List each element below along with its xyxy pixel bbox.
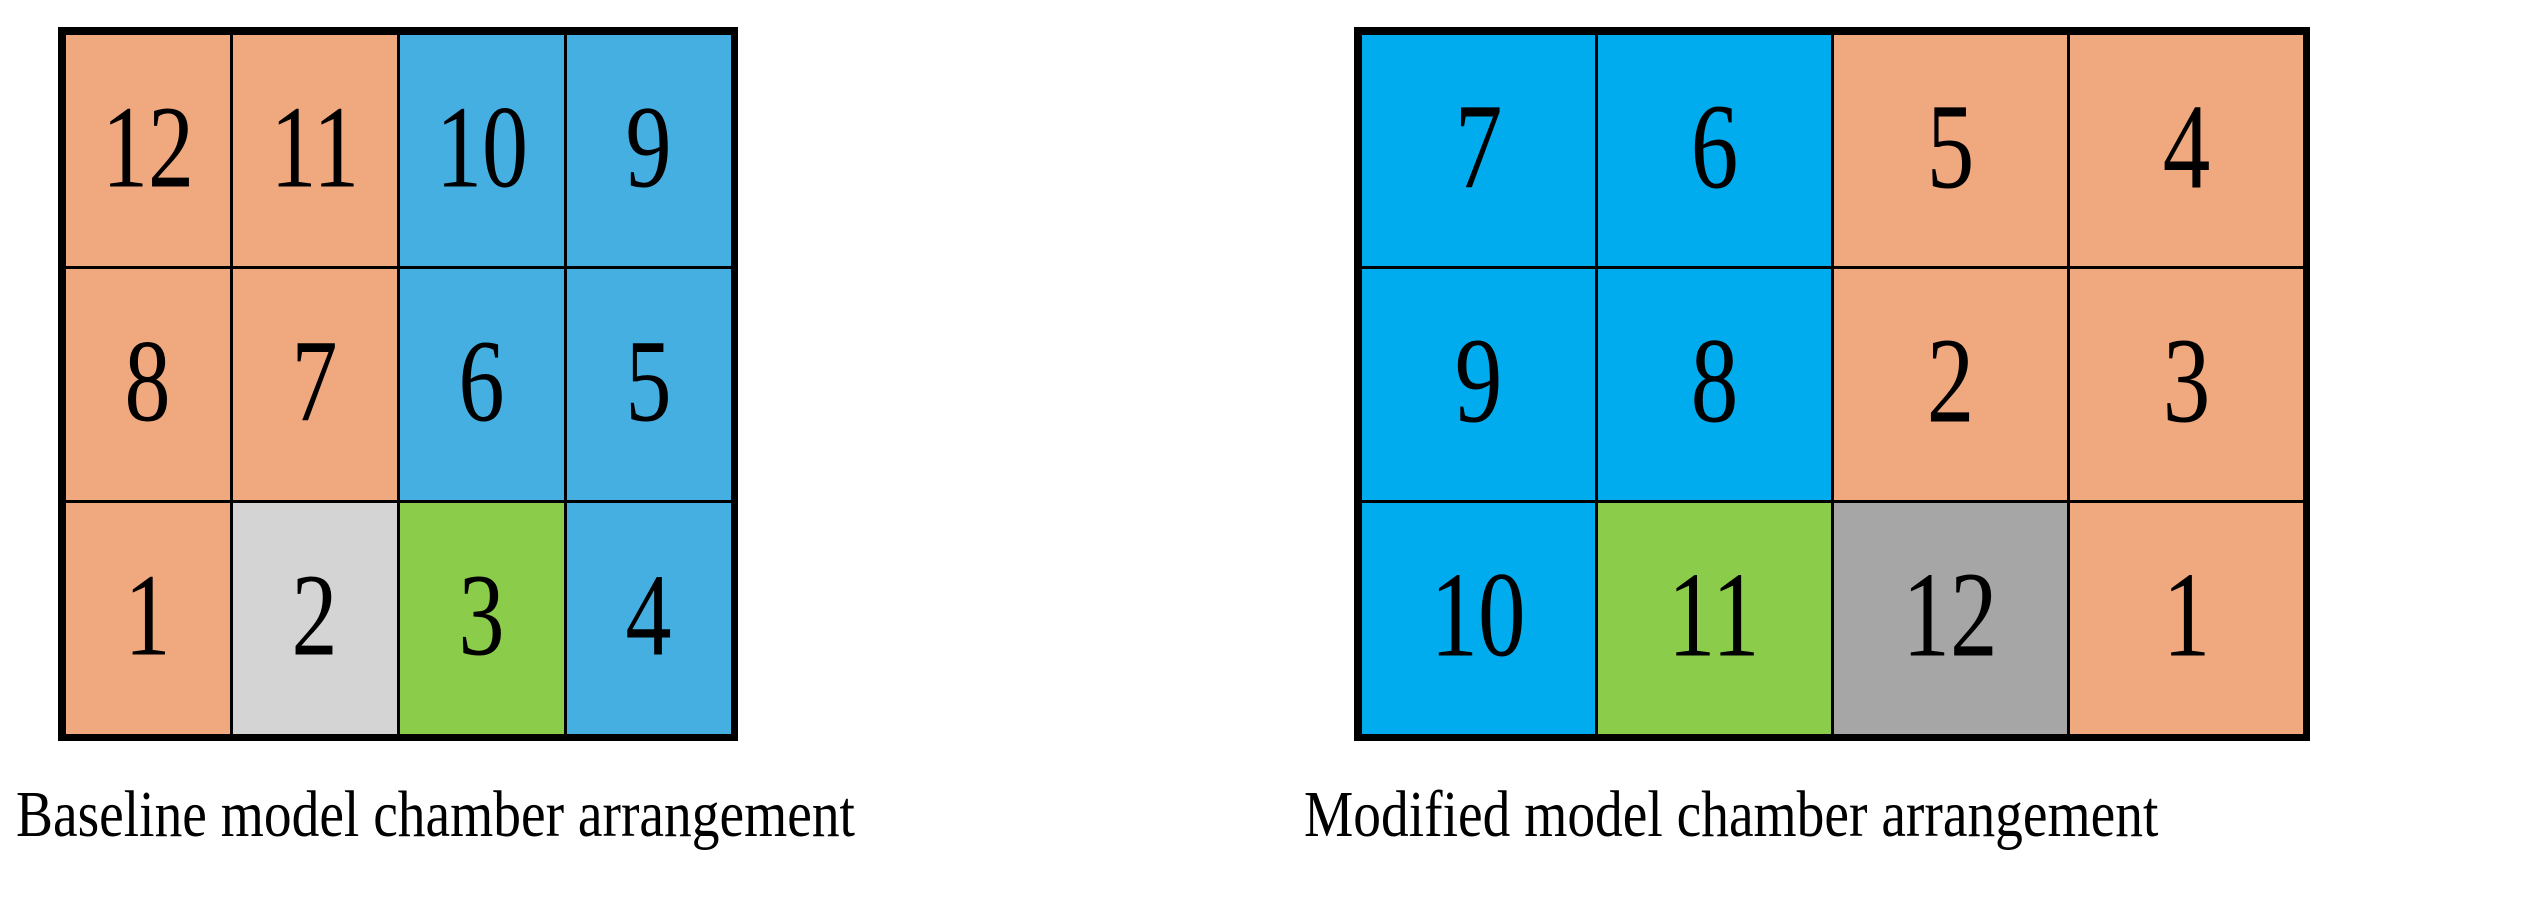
chamber-number: 8 xyxy=(1690,313,1738,449)
chamber-number: 11 xyxy=(270,81,359,213)
chamber-number: 8 xyxy=(124,315,171,447)
chamber-cell[interactable]: 11 xyxy=(229,31,400,269)
panel-modified: 7 6 5 4 9 8 2 xyxy=(1264,0,2528,900)
modified-chamber-grid: 7 6 5 4 9 8 2 xyxy=(1354,27,2310,741)
chamber-cell[interactable]: 9 xyxy=(563,31,734,269)
chamber-number: 10 xyxy=(435,81,528,213)
chamber-cell[interactable]: 1 xyxy=(62,499,233,737)
chamber-number: 10 xyxy=(1430,547,1526,683)
baseline-caption: Baseline model chamber arrangement xyxy=(16,782,1015,848)
chamber-cell[interactable]: 5 xyxy=(1830,31,2070,269)
chamber-number: 4 xyxy=(625,549,672,681)
chamber-number: 6 xyxy=(1690,79,1738,215)
modified-caption-text: Modified model chamber arrangement xyxy=(1304,778,2159,851)
chamber-cell[interactable]: 4 xyxy=(563,499,734,737)
chamber-cell[interactable]: 6 xyxy=(1594,31,1834,269)
chamber-number: 9 xyxy=(625,81,672,213)
chamber-number: 3 xyxy=(2162,313,2210,449)
panel-baseline: 12 11 10 9 8 7 6 xyxy=(16,27,1015,848)
chamber-cell[interactable]: 1 xyxy=(2066,499,2306,737)
chamber-cell[interactable]: 10 xyxy=(1358,499,1598,737)
chamber-cell[interactable]: 8 xyxy=(1594,265,1834,503)
chamber-number: 4 xyxy=(2162,79,2210,215)
chamber-number: 11 xyxy=(1668,547,1760,683)
chamber-number: 5 xyxy=(1926,79,1974,215)
chamber-number: 3 xyxy=(458,549,505,681)
baseline-chamber-grid: 12 11 10 9 8 7 6 xyxy=(58,27,738,741)
chamber-number: 1 xyxy=(2162,547,2210,683)
chamber-number: 6 xyxy=(458,315,505,447)
chamber-cell[interactable]: 7 xyxy=(229,265,400,503)
chamber-number: 12 xyxy=(101,81,194,213)
chamber-number: 7 xyxy=(291,315,338,447)
chamber-cell[interactable]: 2 xyxy=(229,499,400,737)
chamber-cell[interactable]: 9 xyxy=(1358,265,1598,503)
chamber-cell[interactable]: 6 xyxy=(396,265,567,503)
chamber-cell[interactable]: 12 xyxy=(62,31,233,269)
chamber-cell[interactable]: 7 xyxy=(1358,31,1598,269)
chamber-number: 1 xyxy=(124,549,171,681)
chamber-number: 9 xyxy=(1454,313,1502,449)
chamber-number: 12 xyxy=(1902,547,1998,683)
modified-caption: Modified model chamber arrangement xyxy=(1304,782,2321,848)
chamber-cell[interactable]: 11 xyxy=(1594,499,1834,737)
chamber-cell[interactable]: 3 xyxy=(396,499,567,737)
chamber-cell[interactable]: 4 xyxy=(2066,31,2306,269)
chamber-cell[interactable]: 12 xyxy=(1830,499,2070,737)
chamber-number: 5 xyxy=(625,315,672,447)
chamber-number: 7 xyxy=(1454,79,1502,215)
chamber-cell[interactable]: 10 xyxy=(396,31,567,269)
chamber-cell[interactable]: 2 xyxy=(1830,265,2070,503)
baseline-grid-wrapper: 12 11 10 9 8 7 6 xyxy=(58,27,738,741)
chamber-cell[interactable]: 8 xyxy=(62,265,233,503)
chamber-cell[interactable]: 3 xyxy=(2066,265,2306,503)
chamber-number: 2 xyxy=(1926,313,1974,449)
modified-grid-wrapper: 7 6 5 4 9 8 2 xyxy=(1354,27,2310,741)
chamber-number: 2 xyxy=(291,549,338,681)
baseline-caption-text: Baseline model chamber arrangement xyxy=(16,778,855,851)
chamber-cell[interactable]: 5 xyxy=(563,265,734,503)
